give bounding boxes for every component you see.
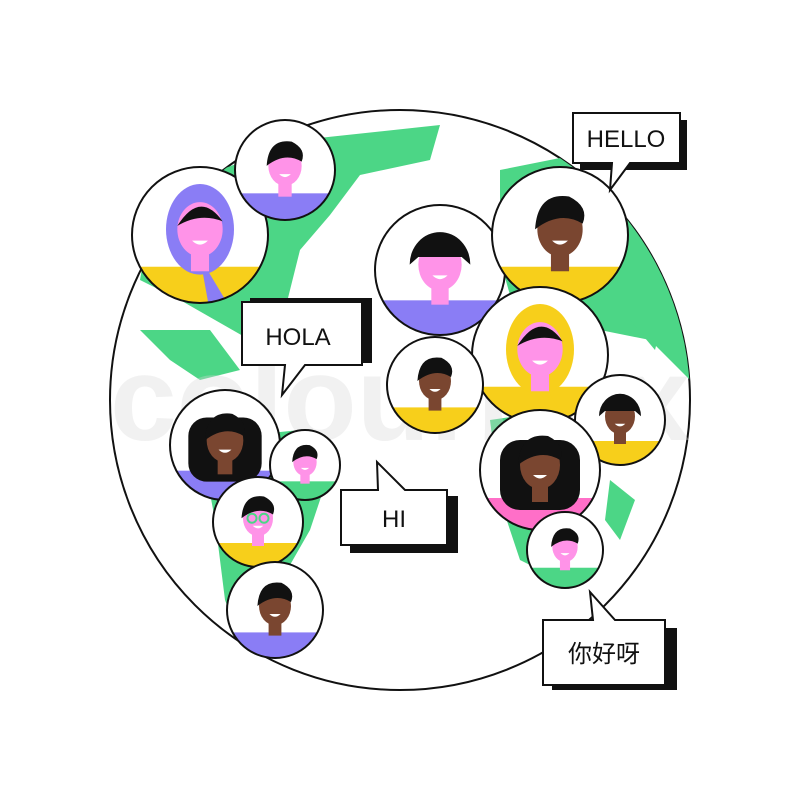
hair (417, 357, 453, 381)
bubble-text-hi: HI (382, 506, 406, 533)
avatar (386, 336, 484, 434)
smile (252, 525, 264, 529)
avatar (526, 511, 604, 589)
smile (533, 475, 547, 479)
smile (218, 449, 232, 453)
hair (409, 232, 471, 265)
smile (552, 240, 568, 245)
smile (614, 423, 626, 427)
glasses-icon (258, 512, 270, 524)
speech-bubble-nihao: 你好呀 (542, 589, 677, 690)
smile (279, 174, 291, 178)
hijab-scarf (200, 257, 234, 303)
avatar-outline (131, 166, 269, 304)
bubble-text-nihao: 你好呀 (568, 640, 640, 668)
hijab-scarf (540, 377, 574, 423)
hair (177, 206, 223, 226)
speech-bubble-hola: HOLA (241, 298, 372, 399)
hair (518, 435, 562, 465)
hair (535, 195, 585, 230)
smile (192, 240, 208, 245)
avatar-outline (226, 561, 324, 659)
smile (560, 553, 570, 556)
avatar-outline (234, 119, 336, 221)
avatar (491, 166, 629, 304)
bubble-text-hola: HOLA (265, 324, 330, 351)
smile (429, 389, 441, 392)
smile (300, 467, 310, 470)
avatar-outline (526, 511, 604, 589)
avatar-outline (386, 336, 484, 434)
hair (204, 413, 245, 441)
smile (269, 614, 281, 617)
hair (292, 444, 318, 463)
hair (599, 393, 641, 417)
hair (517, 326, 563, 346)
avatar-outline (269, 429, 341, 501)
avatar (234, 119, 336, 221)
neck (300, 470, 310, 484)
neck (559, 556, 571, 571)
avatar-outline (574, 374, 666, 466)
speech-bubble-hello: HELLO (572, 112, 687, 194)
hair (241, 496, 275, 519)
avatar (131, 166, 269, 304)
bubble-text-hello: HELLO (587, 126, 666, 153)
speech-bubble-hi: HI (340, 459, 458, 553)
avatar-group (131, 119, 666, 659)
smile (532, 360, 548, 365)
glasses-icon (246, 512, 258, 524)
smile (432, 275, 448, 280)
hair (551, 528, 579, 547)
hair (266, 141, 303, 166)
hair (257, 582, 293, 606)
avatar (226, 561, 324, 659)
